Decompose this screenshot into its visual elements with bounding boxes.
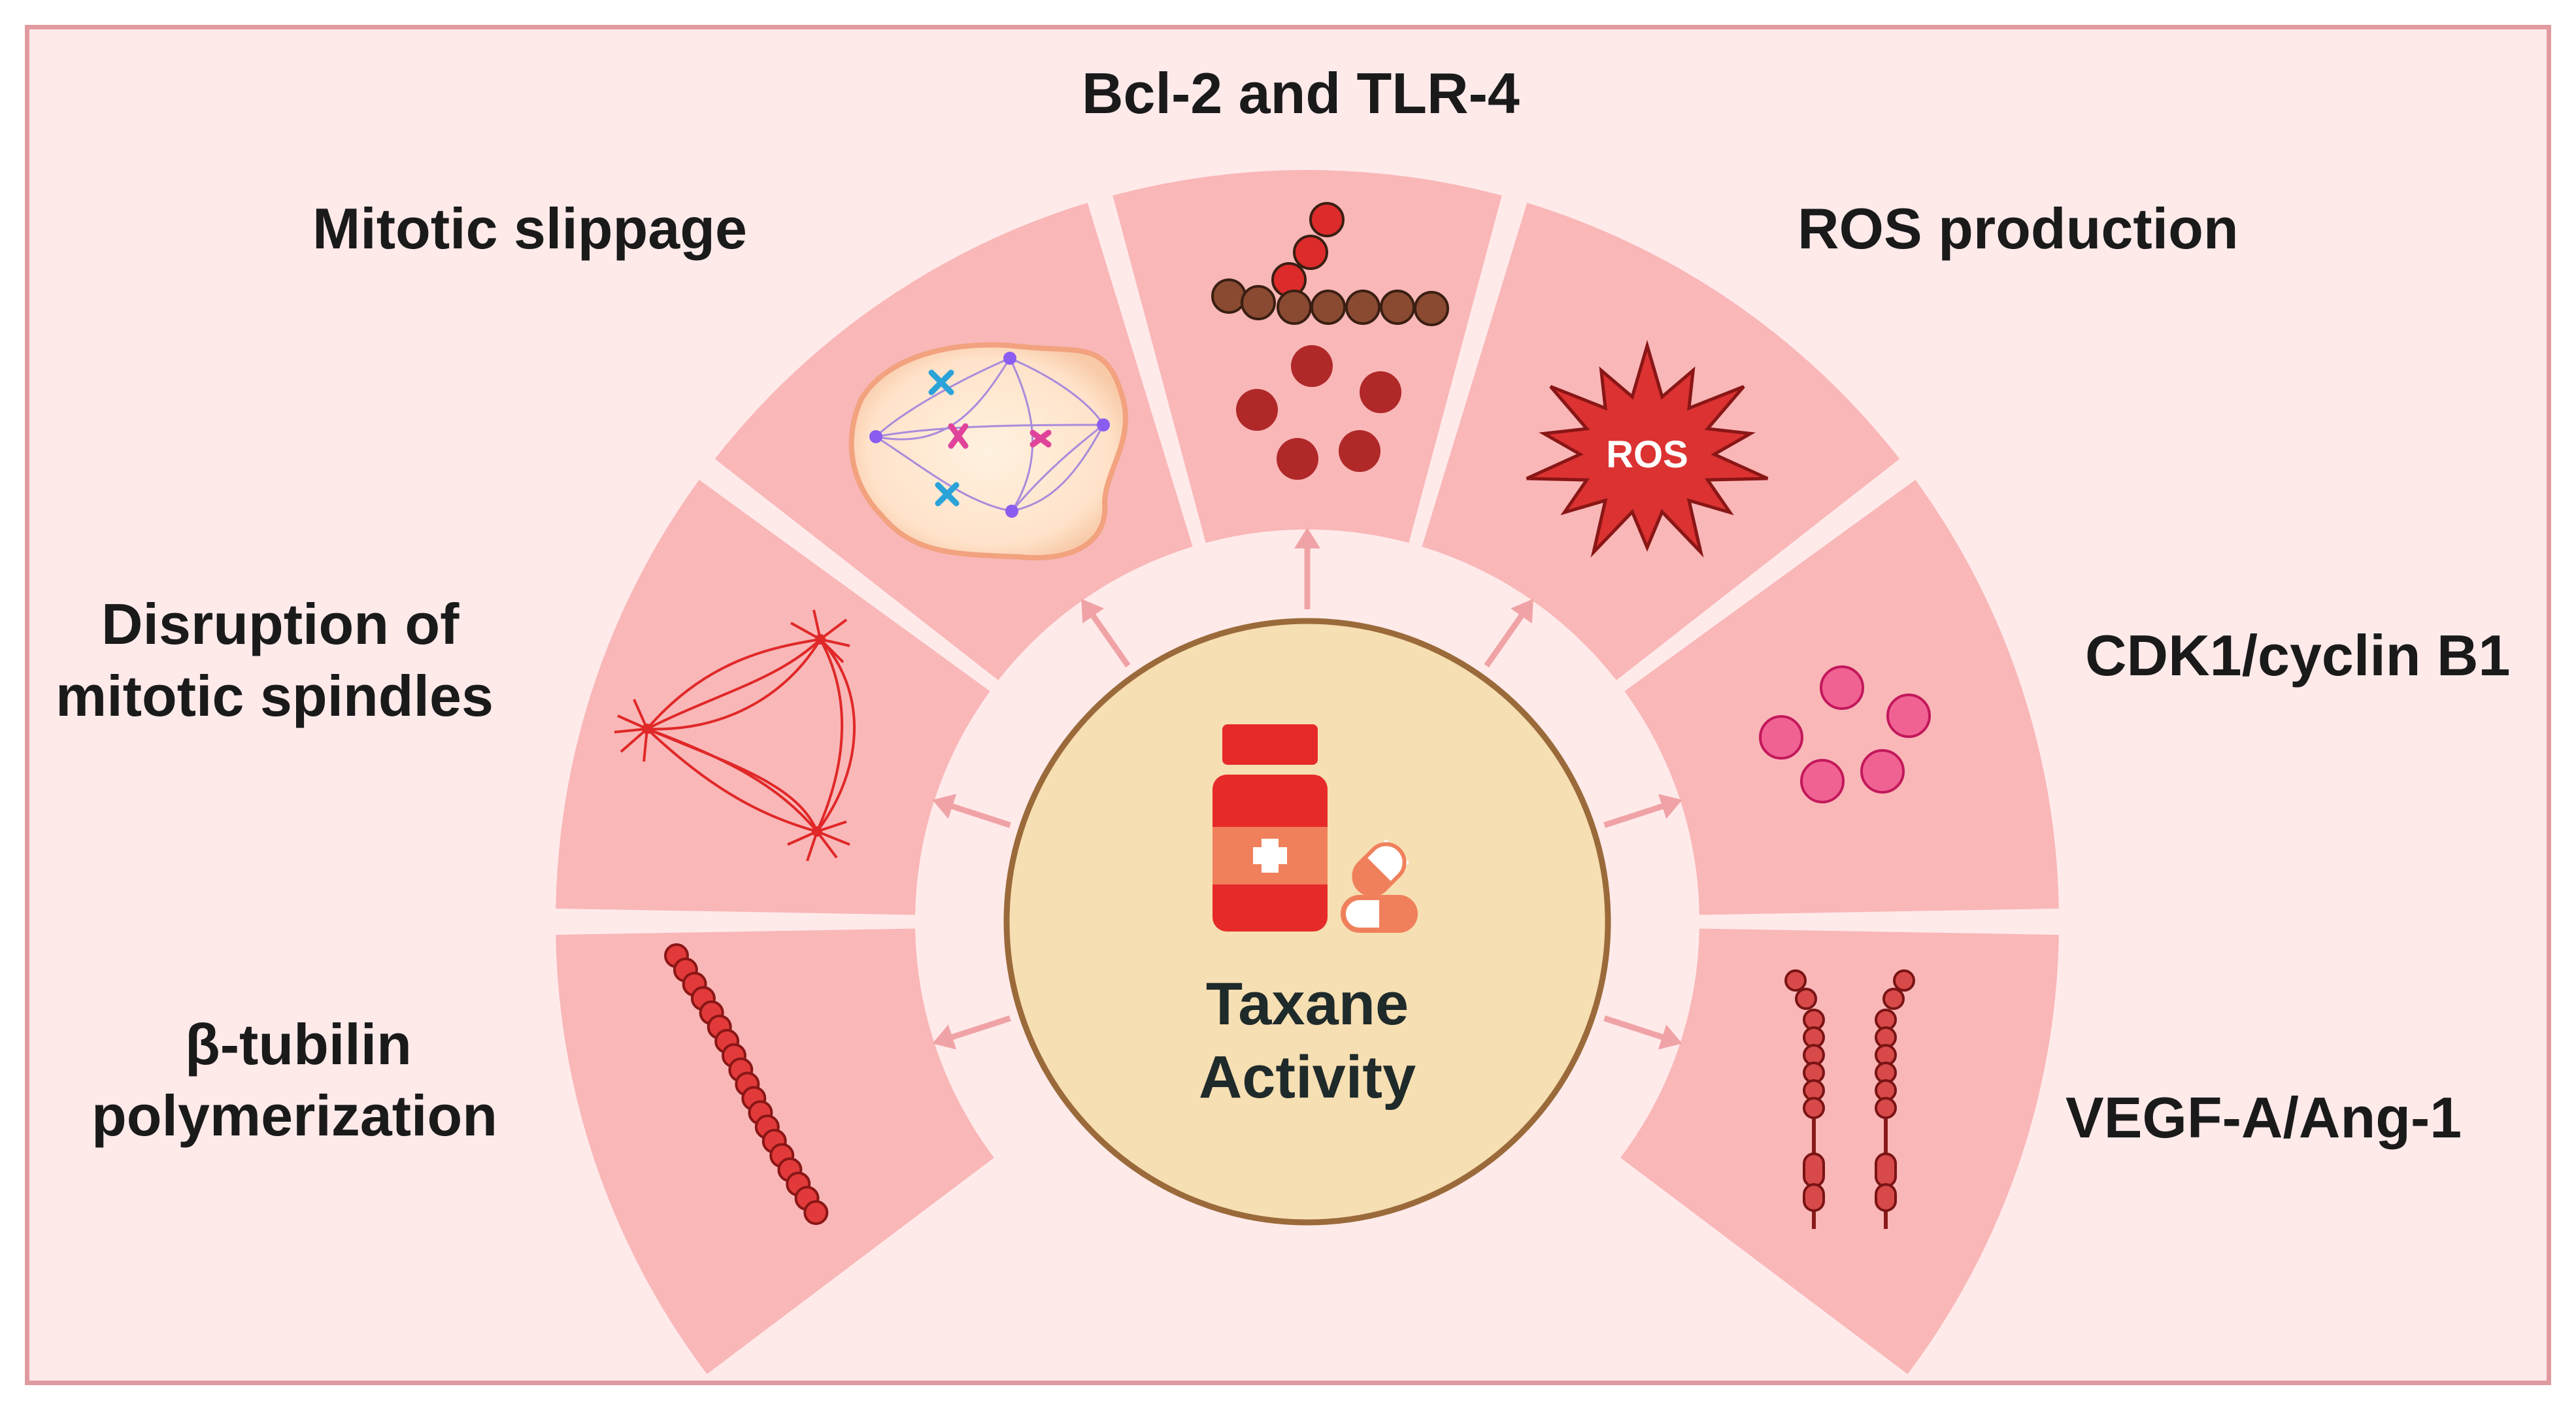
ros-burst-icon: ROS [1526,339,1769,558]
cdk1-dots-icon [1759,665,1931,803]
label-spindles-line1: Disruption of [101,592,460,656]
protein-dots-icon [1236,345,1401,480]
arrow-group [932,528,1682,1050]
label-ros-production: ROS production [1798,196,2239,261]
arrow [1603,794,1682,828]
label-bcl2-tlr4: Bcl-2 and TLR-4 [1082,61,1520,126]
label-cdk1-cyclin-b1: CDK1/cyclin B1 [2085,623,2511,688]
bead-chain-icon [1211,202,1449,326]
multipolar-cell-icon [848,342,1128,561]
vegf-receptor-icon [1784,969,1915,1229]
label-tubulin-line2: polymerization [92,1083,497,1148]
spindle-poles [642,634,826,837]
arrow [932,794,1011,828]
arrow [1484,599,1533,668]
medicine-bottle-and-pills-icon [1213,724,1418,933]
ros-badge-text: ROS [1606,433,1688,476]
arrow [1294,528,1320,609]
sector-vegf [1620,928,2059,1375]
arrow [932,1015,1011,1050]
arrow [1081,599,1131,668]
tubulin-chain-icon [664,943,829,1225]
label-spindles-line2: mitotic spindles [56,663,493,728]
mitotic-spindle-icon [614,609,856,862]
sector-spindles [556,480,990,915]
label-tubulin-line1: β-tubilin [185,1012,412,1077]
label-mitotic-slippage: Mitotic slippage [312,196,747,261]
arrow [1603,1015,1682,1050]
label-vegf-a-ang1: VEGF-A/Ang-1 [2066,1085,2462,1150]
center-label-line2: Activity [1198,1044,1416,1111]
center-label-line1: Taxane [1205,971,1409,1037]
